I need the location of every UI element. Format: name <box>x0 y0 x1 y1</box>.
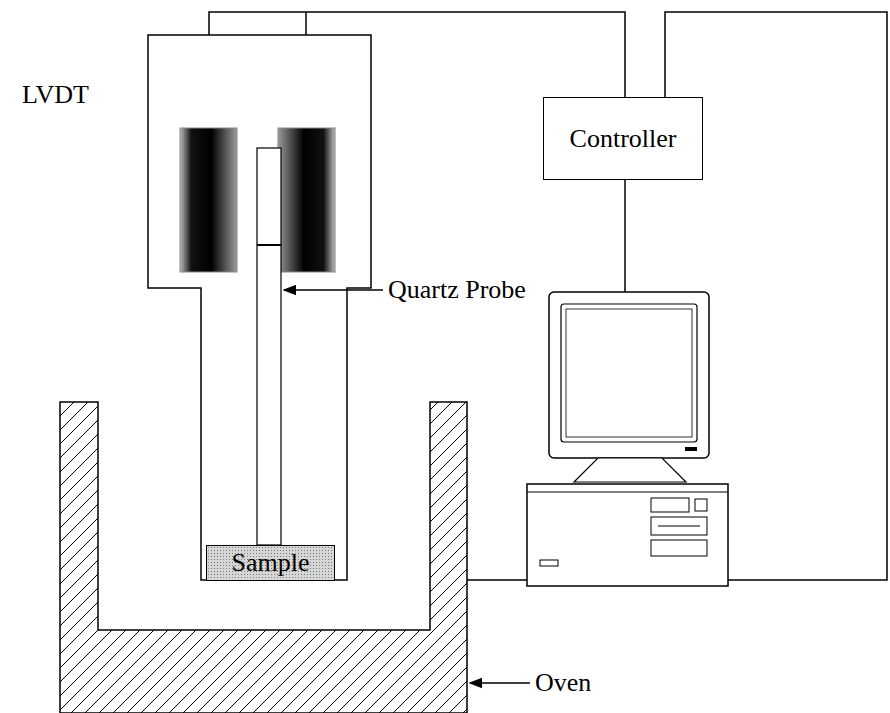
drive-slot <box>658 526 700 527</box>
sample-box: Sample <box>206 545 335 581</box>
core-boundary <box>257 244 281 246</box>
power-light <box>540 560 558 566</box>
drive-bay <box>651 540 707 556</box>
monitor-screen <box>566 309 692 437</box>
coil <box>180 128 237 272</box>
lvdt-housing <box>148 35 371 580</box>
part-label: LVDT <box>22 80 89 110</box>
coil <box>278 128 335 272</box>
label-text: Oven <box>535 668 591 698</box>
part-label: Oven <box>535 668 591 698</box>
box-text: Controller <box>570 124 677 154</box>
drive-button <box>695 499 707 511</box>
controller-box: Controller <box>543 97 703 180</box>
monitor <box>549 292 709 458</box>
leader-arrow <box>470 682 530 684</box>
monitor-button <box>685 447 697 451</box>
drive-bay <box>651 517 707 535</box>
part-label: Quartz Probe <box>388 275 526 305</box>
label-text: Quartz Probe <box>388 275 526 305</box>
monitor-screen <box>561 304 697 442</box>
box-text: Sample <box>232 548 310 578</box>
computer-case <box>527 484 728 586</box>
monitor-stand <box>574 458 686 482</box>
drive-bay <box>651 498 689 512</box>
data-wire <box>624 180 626 292</box>
quartz-probe <box>257 148 281 545</box>
label-text: LVDT <box>22 80 89 110</box>
leader-arrow <box>284 289 383 291</box>
case-line <box>527 492 728 493</box>
